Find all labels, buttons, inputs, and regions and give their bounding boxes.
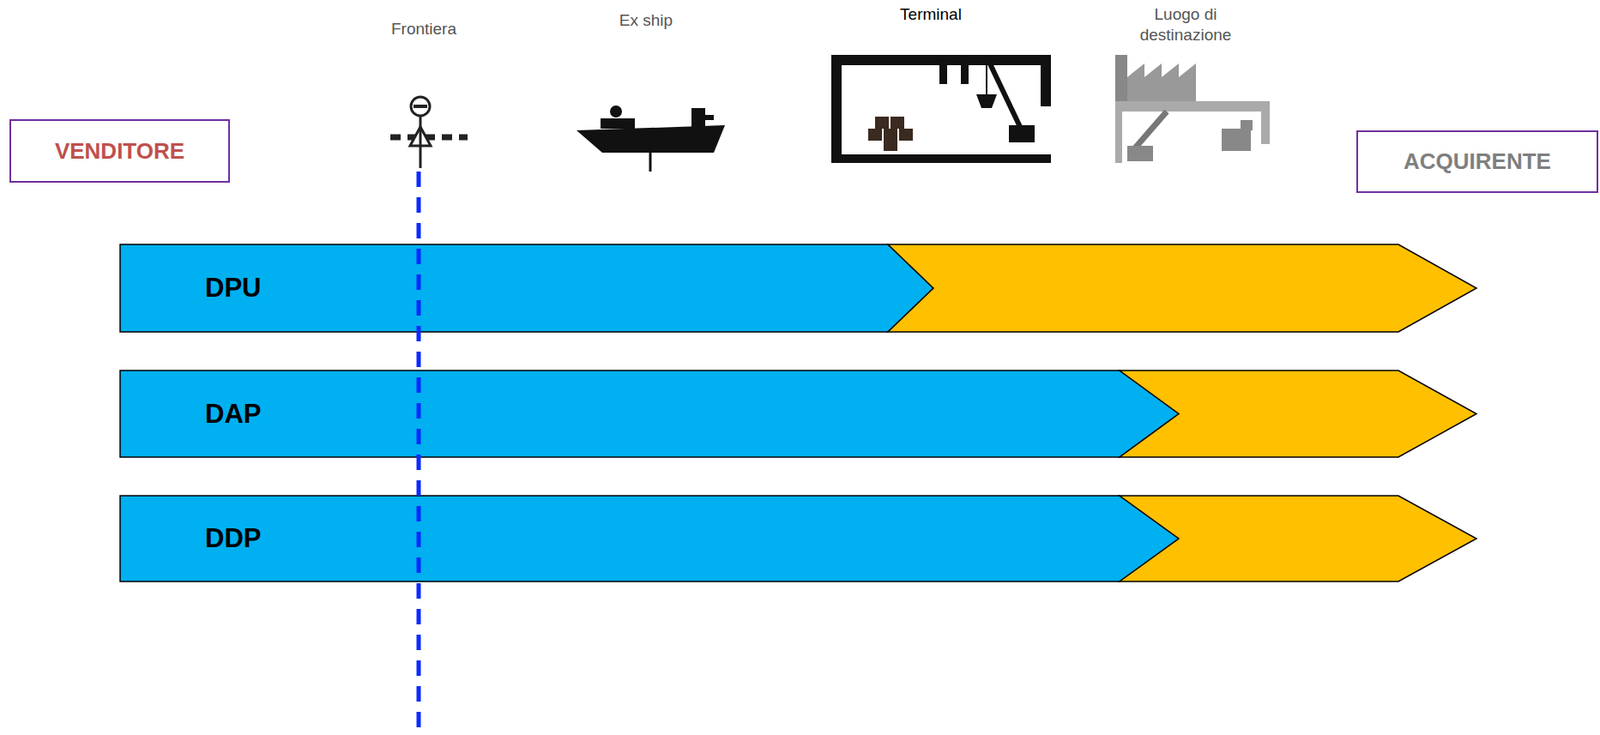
- location-label: Ex ship: [577, 10, 715, 31]
- party-name: VENDITORE: [54, 138, 185, 165]
- buyer-segment: [887, 244, 1477, 333]
- border-icon: [390, 96, 468, 169]
- location-label: Frontiera: [355, 18, 493, 40]
- terminal-icon: [831, 54, 1051, 164]
- factory-icon: [1115, 54, 1270, 164]
- buyer-segment: [1119, 370, 1477, 458]
- seller-segment: [120, 495, 1179, 582]
- party-box: VENDITORE: [9, 119, 230, 183]
- party-box: ACQUIRENTE: [1356, 130, 1599, 194]
- party-name: ACQUIRENTE: [1403, 148, 1552, 176]
- incoterm-code: DPU: [205, 272, 261, 304]
- bar-shape: [119, 495, 1478, 583]
- seller-segment: [120, 244, 934, 333]
- bar-shape: [119, 243, 1478, 333]
- incoterm-code: DAP: [205, 398, 261, 430]
- location-label: Luogo di destinazione: [1121, 4, 1250, 46]
- bar-shape: [119, 369, 1478, 459]
- incoterm-bar: DPU: [119, 243, 1478, 333]
- seller-segment: [120, 370, 1179, 458]
- border-dashed-line: [416, 171, 422, 735]
- incoterm-bar: DAP: [119, 369, 1478, 459]
- ship-icon: [576, 105, 725, 172]
- buyer-segment: [1119, 495, 1477, 582]
- location-label: Terminal: [862, 4, 1000, 25]
- incoterm-code: DDP: [205, 523, 261, 555]
- incoterm-bar: DDP: [119, 495, 1478, 583]
